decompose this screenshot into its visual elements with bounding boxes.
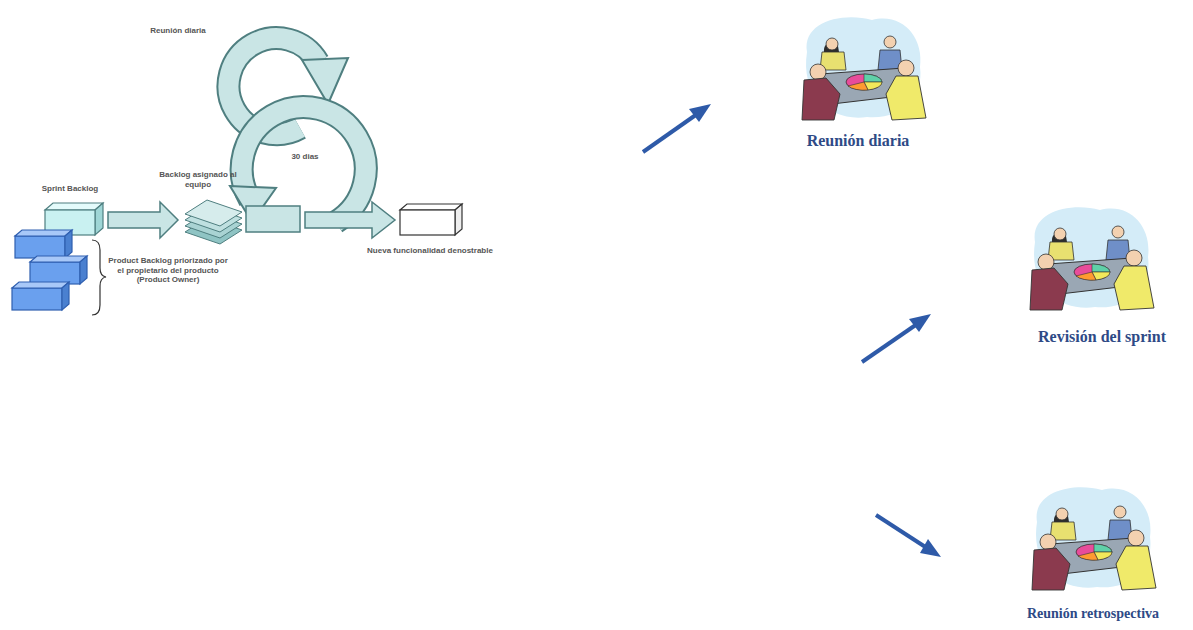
sprint-block xyxy=(246,206,300,232)
sprint-loop xyxy=(230,107,366,222)
meeting-clipart xyxy=(802,17,926,120)
diagram-label: Product Backlog priorizado por el propie… xyxy=(107,256,229,285)
diagram-label: Reunión diaria xyxy=(138,26,218,36)
caption: Reunión retrospectiva xyxy=(1027,606,1159,622)
meeting-clipart xyxy=(1030,207,1154,310)
pointer-arrows xyxy=(643,104,941,557)
paper-stack xyxy=(185,200,242,244)
diagram-label: Sprint Backlog xyxy=(30,184,110,194)
block-arrow xyxy=(305,202,395,238)
diagram-label: 30 dias xyxy=(275,152,335,162)
diagram-label: Backlog asignado al equipo xyxy=(159,170,237,189)
meeting-clipart xyxy=(1032,487,1156,590)
block-arrow xyxy=(108,202,178,238)
diagram-label: Nueva funcionalidad denostrable xyxy=(350,246,510,256)
caption: Revisión del sprint xyxy=(1038,328,1166,346)
product-backlog-cubes xyxy=(12,230,87,310)
output-box xyxy=(400,204,462,235)
brace xyxy=(92,240,106,315)
caption: Reunión diaria xyxy=(807,132,910,150)
